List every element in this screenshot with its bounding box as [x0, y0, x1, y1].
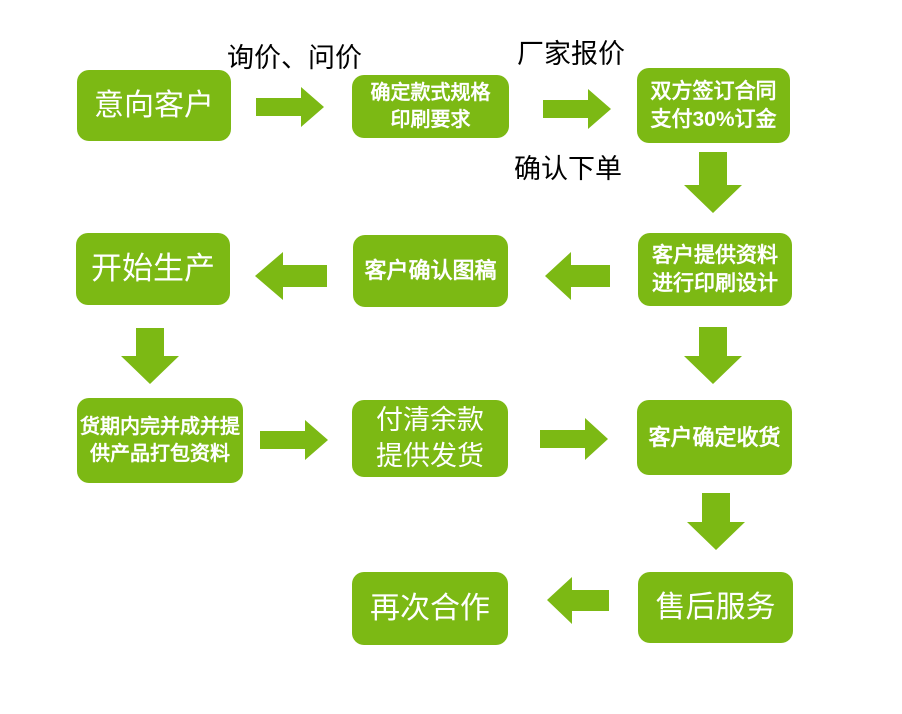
node-provide-materials: 客户提供资料 进行印刷设计 — [638, 233, 792, 306]
node-after-sales-label: 售后服务 — [655, 590, 776, 624]
edge-label-factory-quote: 厂家报价 — [517, 39, 625, 69]
node-confirm-receipt-label: 客户确定收货 — [648, 424, 781, 450]
arrow-right-specs-to-contract — [543, 89, 611, 129]
node-production-complete-line2: 供产品打包资料 — [90, 442, 230, 465]
arrow-down-production-to-complete — [121, 328, 179, 384]
node-confirm-specs: 确定款式规格 印刷要求 — [352, 75, 509, 138]
arrow-left-draft-to-production — [255, 252, 327, 300]
node-production-complete-line1: 货期内完并成并提 — [80, 416, 240, 439]
node-pay-balance-line2: 提供发货 — [376, 440, 484, 471]
node-confirm-draft: 客户确认图稿 — [353, 235, 508, 307]
node-provide-materials-line1: 客户提供资料 — [652, 243, 778, 267]
node-sign-contract-line1: 双方签订合同 — [650, 79, 777, 103]
arrow-right-intent-to-specs — [256, 87, 324, 127]
node-pay-balance-line1: 付清余款 — [376, 404, 484, 435]
node-after-sales: 售后服务 — [638, 572, 793, 643]
node-confirm-specs-line1: 确定款式规格 — [370, 82, 491, 105]
node-intent-customer-label: 意向客户 — [94, 88, 214, 122]
node-confirm-specs-line2: 印刷要求 — [390, 108, 471, 131]
node-start-production: 开始生产 — [76, 233, 230, 305]
arrow-down-contract-to-materials — [684, 152, 742, 213]
arrow-down-receipt-to-aftersales — [687, 493, 745, 550]
arrow-right-payment-to-receipt — [540, 418, 608, 460]
node-production-complete: 货期内完并成并提 供产品打包资料 — [77, 398, 243, 483]
node-intent-customer: 意向客户 — [77, 70, 231, 141]
node-sign-contract: 双方签订合同 支付30%订金 — [637, 68, 790, 143]
node-pay-balance: 付清余款 提供发货 — [352, 400, 508, 477]
node-repeat-cooperation-label: 再次合作 — [370, 591, 490, 625]
node-repeat-cooperation: 再次合作 — [352, 572, 508, 645]
node-confirm-draft-label: 客户确认图稿 — [364, 258, 497, 284]
arrow-down-materials-to-receipt-col — [684, 327, 742, 384]
edge-label-inquiry: 询价、问价 — [227, 43, 362, 73]
arrow-left-aftersales-to-repeat — [547, 577, 609, 624]
node-confirm-receipt: 客户确定收货 — [637, 400, 792, 475]
node-provide-materials-line2: 进行印刷设计 — [652, 271, 778, 295]
edge-label-confirm-order: 确认下单 — [514, 154, 622, 184]
arrow-left-materials-to-draft — [545, 252, 610, 300]
arrow-right-complete-to-payment — [260, 420, 328, 460]
node-start-production-label: 开始生产 — [91, 250, 215, 286]
node-sign-contract-line2: 支付30%订金 — [650, 107, 777, 131]
